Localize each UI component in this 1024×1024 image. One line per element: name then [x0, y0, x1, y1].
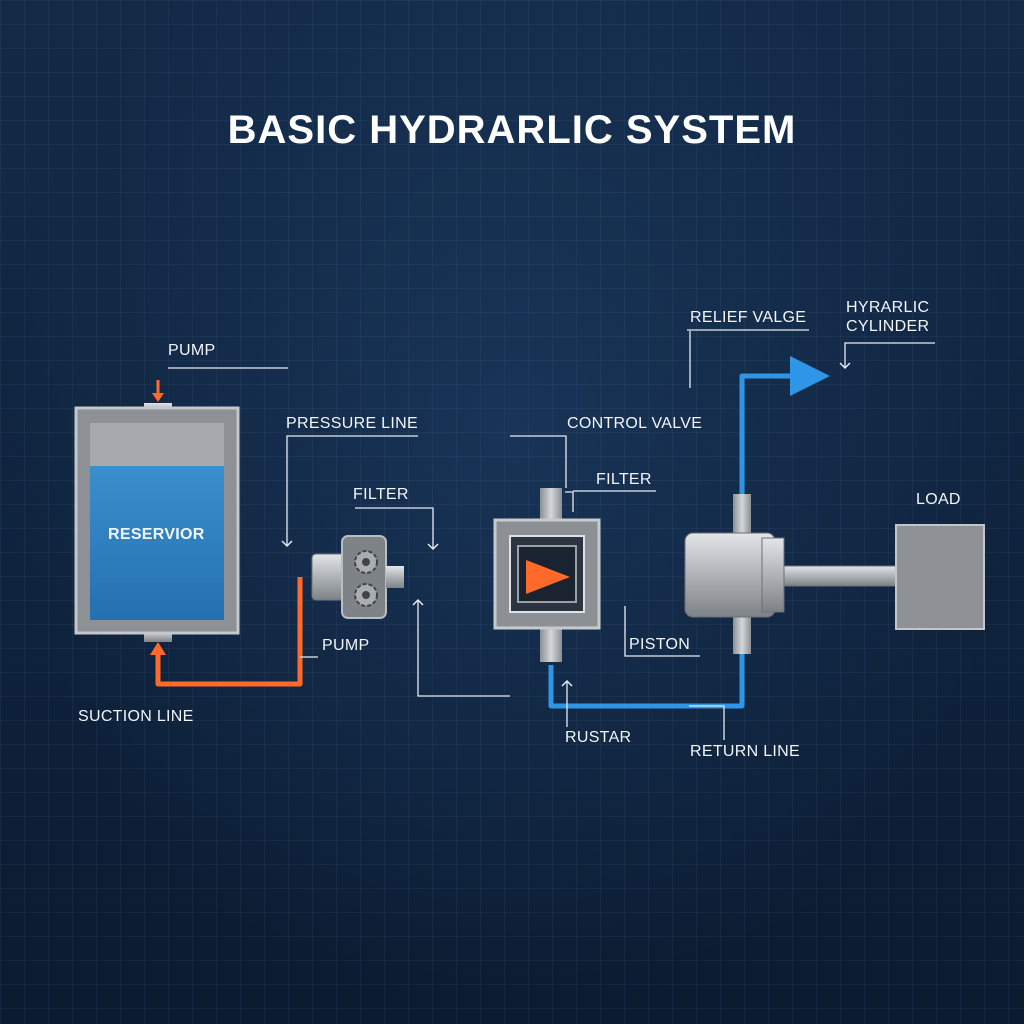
label-pump-bottom: PUMP — [322, 637, 370, 654]
label-pump-top: PUMP — [168, 342, 216, 359]
label-filter-left: FILTER — [353, 486, 409, 503]
cylinder-end-cap — [761, 537, 785, 613]
label-rustar: RUSTAR — [565, 729, 632, 746]
label-control-valve: CONTROL VALVE — [567, 415, 703, 432]
load-block — [895, 524, 985, 630]
reservoir-tank — [74, 403, 240, 642]
return-pipe — [548, 650, 745, 709]
cylinder-top-port — [733, 494, 751, 536]
leader-piston — [624, 606, 700, 657]
label-piston: PISTON — [629, 636, 691, 653]
label-relief-valve: RELIEF VALGE — [690, 309, 807, 326]
label-suction-line: SUCTION LINE — [78, 708, 194, 725]
leader-lines — [168, 329, 935, 740]
return-line — [548, 356, 830, 709]
diagram-title: BASIC HYDRARLIC SYSTEM — [227, 108, 797, 152]
pump-outlet — [386, 566, 404, 588]
label-pressure-line: PRESSURE LINE — [286, 415, 418, 432]
suction-arrow-head — [150, 642, 166, 655]
leader-filter-left — [355, 507, 439, 551]
cylinder-bottom-port — [733, 614, 751, 654]
leader-filter-right-drop — [565, 491, 574, 512]
leader-return-line — [689, 705, 725, 740]
leader-control-valve — [510, 435, 567, 488]
label-load: LOAD — [916, 491, 961, 508]
control-valve — [493, 456, 601, 666]
label-return-line: RETURN LINE — [690, 743, 800, 760]
suction-line — [150, 380, 303, 687]
pump-feed-arrow-head — [152, 393, 164, 402]
suction-pipe — [155, 577, 303, 687]
pump-assembly — [311, 535, 404, 619]
label-reservoir: RESERVIOR — [108, 526, 205, 543]
leader-pressure-line — [281, 435, 418, 548]
valve-flow-arrow — [526, 560, 570, 594]
cylinder-feed-pipe — [739, 356, 830, 498]
label-filter-right: FILTER — [596, 471, 652, 488]
hydraulic-cylinder — [684, 494, 897, 654]
leader-hydraulic-cylinder — [839, 342, 935, 370]
piston-rod — [783, 565, 897, 587]
leader-filter-bottom — [412, 598, 510, 697]
label-hydraulic-cylinder: HYRARLIC CYLINDER — [846, 299, 930, 336]
